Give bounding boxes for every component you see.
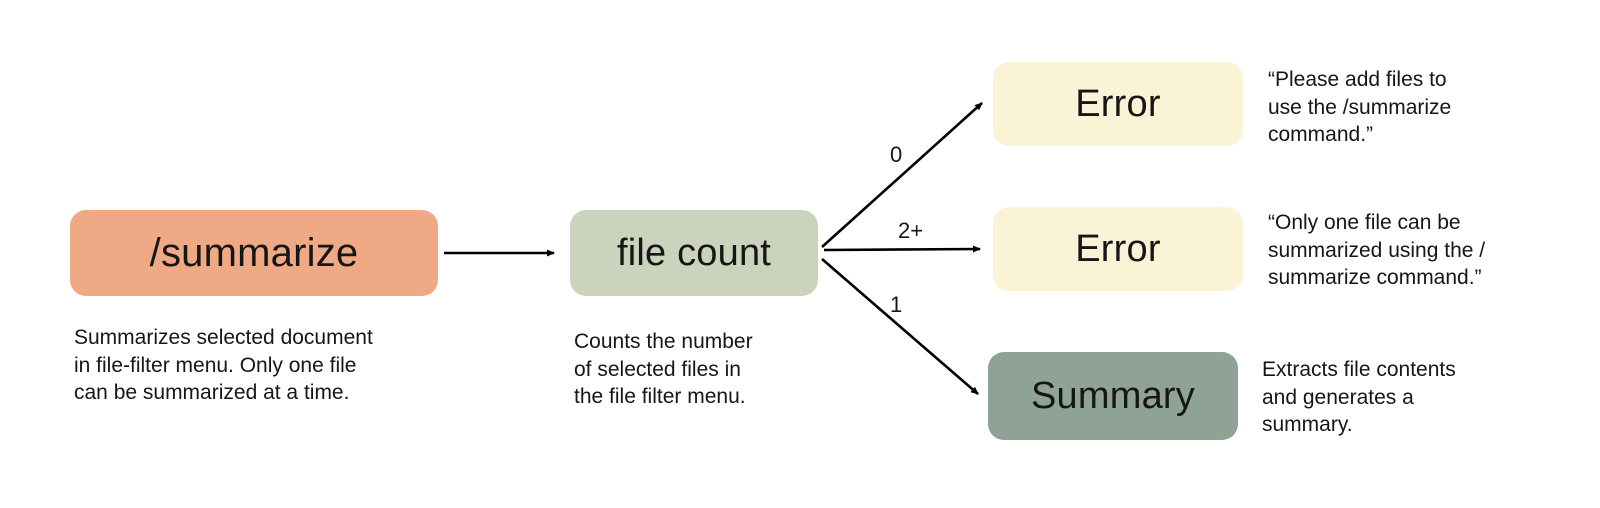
node-error-many-files: Error xyxy=(993,207,1243,291)
caption-error-zero-message: “Please add files to use the /summarize … xyxy=(1268,68,1452,147)
node-summary: Summary xyxy=(988,352,1238,440)
node-error-zero-label: Error xyxy=(1075,82,1161,125)
edge-label-two-plus: 2+ xyxy=(898,218,924,243)
node-summarize-command: /summarize xyxy=(70,210,438,296)
caption-error-many-message: “Only one file can be summarized using t… xyxy=(1268,211,1486,290)
node-file-count-label: file count xyxy=(616,231,772,274)
caption-file-count-description: Counts the number of selected files in t… xyxy=(574,330,753,409)
edge-label-zero: 0 xyxy=(890,142,903,167)
arrow-filecount-to-summary xyxy=(821,258,979,395)
arrow-filecount-to-error2plus xyxy=(823,245,981,253)
node-summarize-label: /summarize xyxy=(149,230,359,275)
node-summary-label: Summary xyxy=(1031,374,1195,417)
node-error-zero-files: Error xyxy=(993,62,1243,146)
node-file-count: file count xyxy=(570,210,818,296)
node-error-many-label: Error xyxy=(1075,227,1161,270)
caption-summary-description: Extracts file contents and generates a s… xyxy=(1262,358,1456,437)
edge-label-one: 1 xyxy=(890,292,903,317)
caption-summarize-description: Summarizes selected document in file-fil… xyxy=(74,326,373,405)
